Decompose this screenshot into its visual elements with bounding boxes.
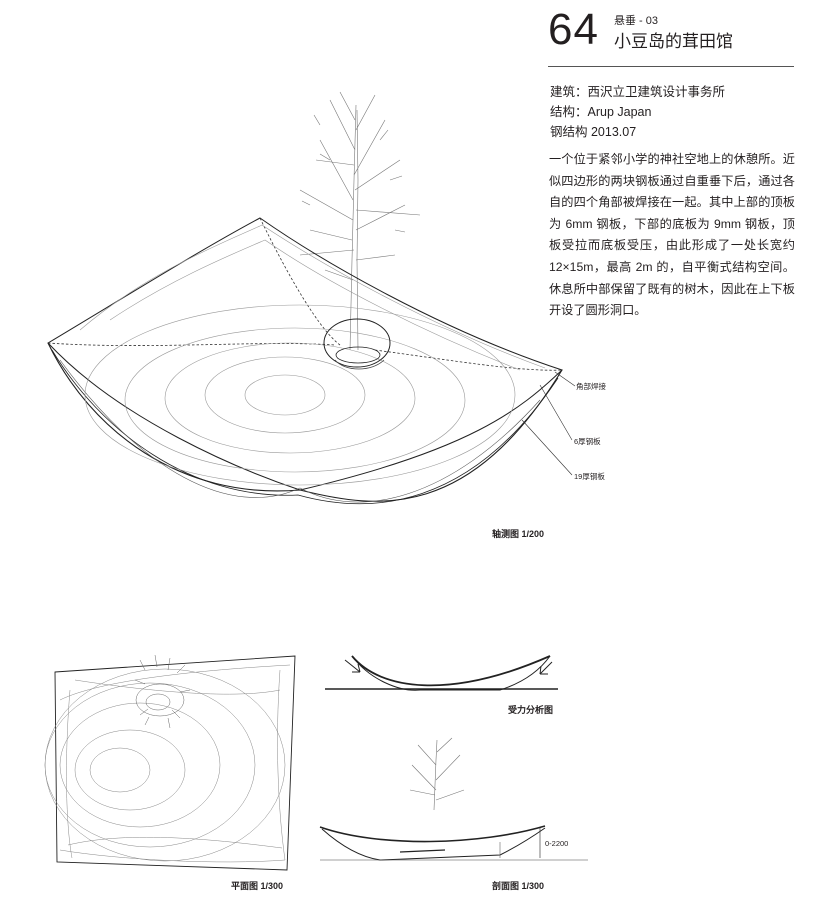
label-corner-weld: 角部焊接: [576, 382, 606, 391]
plan-caption: 平面图 1/300: [231, 881, 284, 891]
series-label: 悬垂 - 03: [614, 15, 659, 27]
label-19mm-plate: 19厚钢板: [574, 472, 605, 481]
page-number: 64: [548, 5, 599, 54]
plan-tree: [134, 654, 191, 729]
axon-caption: 轴测图 1/200: [492, 529, 545, 539]
meta-architect: 建筑：西沢立卫建筑设计事务所: [550, 85, 726, 99]
lower-plate: [47, 342, 563, 502]
label-6mm-plate: 6厚钢板: [574, 437, 601, 446]
tree-sketch: [299, 91, 421, 351]
header-divider: [548, 66, 794, 67]
section-caption: 剖面图 1/300: [492, 881, 545, 891]
section-height-label: 0-2200: [545, 839, 569, 848]
project-title: 小豆岛的茸田馆: [614, 32, 733, 51]
oculus-hole: [323, 318, 391, 370]
project-description: 一个位于紧邻小学的神社空地上的休憩所。近似四边形的两块钢板通过自重垂下后，通过各…: [549, 152, 795, 318]
meta-structure: 结构：Arup Japan: [550, 105, 652, 119]
meta-material-date: 钢结构 2013.07: [550, 125, 637, 139]
section-tree: [409, 737, 465, 811]
contour-lines: [79, 224, 546, 486]
force-caption: 受力分析图: [508, 705, 554, 715]
